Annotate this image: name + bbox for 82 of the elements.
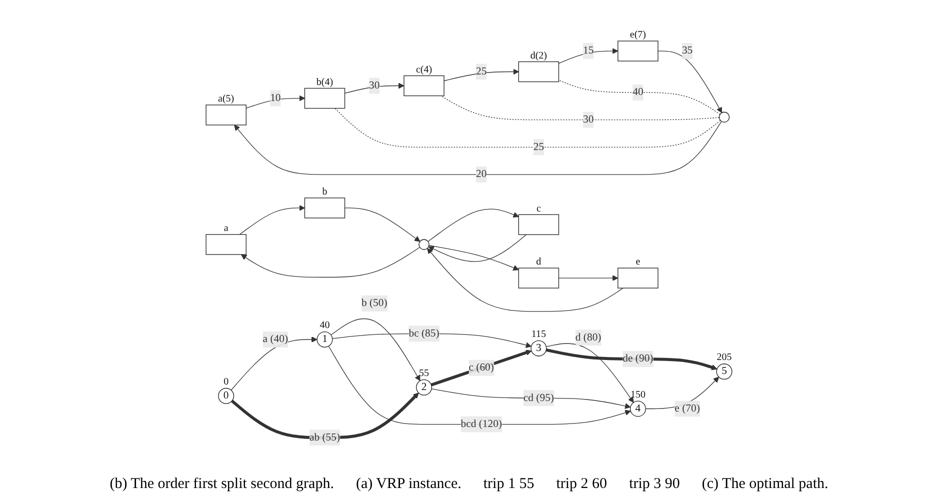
- edge-label: 20: [476, 168, 487, 180]
- node-circle: 4: [630, 400, 646, 417]
- edge-label: bcd (120): [460, 418, 502, 430]
- node-circle: 3: [530, 340, 547, 356]
- arrow: [444, 68, 519, 82]
- node-caption: d(2): [530, 50, 548, 62]
- arrow: [558, 275, 618, 281]
- connector: [334, 108, 721, 148]
- edge-label: 35: [682, 45, 693, 56]
- edge-label: 40: [632, 86, 644, 98]
- edge-label: ab (55): [309, 432, 340, 443]
- arrow: [330, 318, 420, 382]
- node-caption: 55: [419, 368, 429, 380]
- node-circle: 0: [218, 388, 234, 404]
- arrow: [240, 246, 420, 278]
- node-caption: e: [636, 256, 640, 268]
- node-caption: b: [322, 186, 328, 198]
- node-box: [206, 234, 246, 255]
- node-caption: a: [224, 223, 228, 234]
- node-box: [404, 75, 444, 96]
- arrow: [328, 346, 631, 425]
- connector: [440, 95, 720, 120]
- edge-label: d (80): [575, 332, 602, 343]
- node-circle: [718, 112, 730, 122]
- edge-label: bc (85): [408, 328, 440, 339]
- connector: [558, 80, 720, 115]
- node-box: [518, 61, 560, 82]
- node-circle: [418, 239, 430, 250]
- node-caption: e(7): [630, 30, 646, 41]
- caption-text: trip 2 60: [556, 476, 608, 493]
- node-box: [304, 198, 346, 218]
- node-box: [618, 268, 658, 288]
- arrow: [234, 121, 722, 175]
- node-box: [304, 88, 346, 109]
- arrow: [428, 234, 527, 262]
- arrow: [431, 388, 631, 409]
- arrow: [427, 248, 624, 312]
- arrow: [546, 348, 718, 370]
- node-caption: 40: [320, 320, 330, 332]
- node-box: [518, 268, 560, 288]
- node-caption: 115: [531, 329, 546, 340]
- arrow: [430, 350, 532, 386]
- arrow: [658, 50, 722, 114]
- caption-text: trip 1 55: [483, 476, 534, 493]
- arrow: [428, 208, 519, 242]
- node-caption: 0: [224, 376, 229, 388]
- arrow: [428, 245, 519, 271]
- node-caption: d: [536, 256, 542, 268]
- node-circle: 1: [316, 331, 333, 348]
- caption-text: (b) The order first split second graph.: [110, 476, 334, 493]
- arrow: [546, 343, 634, 403]
- edge-label: 25: [533, 141, 544, 153]
- node-circle: 5: [716, 364, 732, 380]
- node-caption: 205: [716, 352, 732, 364]
- edge-label: de (90): [622, 353, 654, 364]
- arrow: [239, 205, 305, 235]
- edge-label: 25: [476, 66, 487, 78]
- edge-label: 30: [369, 80, 380, 92]
- edge-label: cd (95): [523, 392, 554, 404]
- node-circle: 2: [416, 379, 432, 396]
- edge-label: e (70): [674, 402, 700, 414]
- node-box: [518, 214, 560, 235]
- caption-text: trip 3 90: [629, 476, 680, 493]
- node-caption: c: [536, 203, 541, 214]
- edge-label: a (40): [262, 333, 288, 345]
- arrow: [246, 95, 305, 109]
- caption-text: (c) The optimal path.: [702, 476, 828, 493]
- arrow: [558, 48, 618, 64]
- node-caption: 150: [630, 389, 646, 400]
- node-box: [618, 40, 658, 62]
- edge-label: 10: [270, 92, 281, 104]
- node-caption: b(4): [316, 76, 334, 88]
- edge-label: b (50): [361, 297, 388, 309]
- node-caption: a(5): [218, 94, 234, 105]
- node-caption: c(4): [416, 64, 432, 76]
- node-box: [206, 104, 246, 126]
- caption-text: (a) VRP instance.: [356, 476, 462, 493]
- arrow: [344, 208, 420, 242]
- edge-label: 30: [582, 114, 594, 126]
- edge-label: 15: [582, 45, 594, 56]
- arrow: [344, 82, 404, 94]
- edge-label: c (60): [468, 362, 494, 374]
